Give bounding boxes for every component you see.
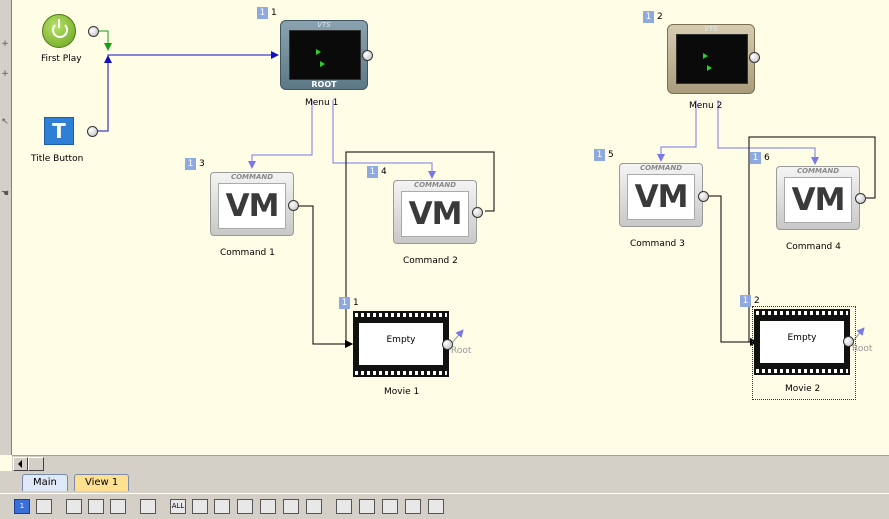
menu2-port[interactable] — [749, 52, 760, 63]
vm-icon: VM — [784, 177, 852, 223]
menu-screen — [289, 30, 361, 80]
plus-icon[interactable]: + — [1, 69, 9, 79]
movie1-root-label: Root — [451, 346, 472, 356]
movie1-node[interactable]: Empty — [353, 311, 449, 377]
menu1-node[interactable]: VTS ROOT — [280, 20, 368, 90]
command1-node[interactable]: COMMAND VM — [210, 172, 294, 236]
title-button-port[interactable] — [87, 126, 98, 137]
menu2-label: Menu 2 — [689, 101, 723, 111]
show-all-button[interactable]: ALL — [170, 499, 186, 514]
movie2-port[interactable] — [843, 336, 854, 347]
movie1-port[interactable] — [442, 339, 453, 350]
vm-icon: VM — [627, 174, 695, 220]
route-icon[interactable] — [336, 499, 352, 514]
list-icon[interactable] — [66, 499, 82, 514]
root-caption: ROOT — [311, 80, 337, 89]
title-button-label: Title Button — [31, 154, 84, 164]
menu-screen — [676, 34, 748, 84]
scroll-left-button[interactable] — [13, 457, 28, 471]
tab-main[interactable]: Main — [22, 474, 68, 491]
scroll-thumb[interactable] — [28, 457, 44, 471]
play-icon — [707, 65, 712, 71]
first-play-port[interactable] — [88, 26, 99, 37]
vm-icon: VM — [218, 183, 286, 229]
command3-label: Command 3 — [630, 239, 685, 249]
command3-node[interactable]: COMMAND VM — [619, 163, 703, 227]
window-icon[interactable] — [36, 499, 52, 514]
if-icon[interactable] — [359, 499, 375, 514]
film-holes — [355, 371, 447, 375]
grid-icon[interactable] — [140, 499, 156, 514]
movie-content: Empty — [758, 319, 846, 365]
movie2-root-label: Root — [852, 344, 873, 354]
vm-button-icon[interactable] — [405, 499, 421, 514]
rows-icon[interactable] — [192, 499, 208, 514]
left-tool-strip: + + ↖ ☚ — [0, 0, 12, 455]
help-icon[interactable] — [260, 499, 276, 514]
command4-port[interactable] — [855, 193, 866, 204]
command2-label: Command 2 — [403, 256, 458, 266]
vts-caption: VTS — [317, 21, 331, 29]
plus-icon[interactable]: + — [1, 39, 9, 49]
film-holes — [756, 311, 848, 315]
stack-icon[interactable] — [306, 499, 322, 514]
command3-port[interactable] — [698, 191, 709, 202]
command4-node[interactable]: COMMAND VM — [776, 166, 860, 230]
view-1-button[interactable]: 1 — [14, 499, 30, 514]
connection-wires — [97, 30, 876, 348]
command-caption: COMMAND — [230, 173, 274, 181]
selection-box — [752, 306, 856, 400]
layers-icon[interactable] — [110, 499, 126, 514]
menu-icon[interactable] — [88, 499, 104, 514]
command-caption: COMMAND — [413, 181, 457, 189]
add-icon[interactable] — [214, 499, 230, 514]
film-holes — [756, 369, 848, 373]
hand-icon[interactable]: ☚ — [1, 189, 10, 199]
command4-label: Command 4 — [786, 242, 841, 252]
jump-icon[interactable] — [382, 499, 398, 514]
title-button-icon[interactable]: T — [44, 117, 74, 145]
movie1-label: Movie 1 — [384, 387, 420, 397]
bottom-toolbar: 1 ALL — [0, 493, 889, 519]
movie2-label: Movie 2 — [785, 384, 821, 394]
play-icon — [320, 61, 325, 67]
play-icon — [316, 49, 321, 55]
pointer-icon[interactable]: ↖ — [1, 117, 9, 127]
first-play-icon[interactable] — [42, 14, 76, 48]
first-play-label: First Play — [41, 54, 82, 64]
movie2-node[interactable]: Empty — [754, 309, 850, 375]
command-caption: COMMAND — [796, 167, 840, 175]
tab-view-1[interactable]: View 1 — [74, 474, 130, 491]
menu2-node[interactable]: VTS — [667, 24, 755, 94]
dots-icon[interactable] — [237, 499, 253, 514]
movie-content: Empty — [357, 321, 445, 367]
view-tabs: Main View 1 — [0, 471, 889, 493]
vts-caption: VTS — [704, 25, 718, 33]
menu1-port[interactable] — [362, 50, 373, 61]
menu1-label: Menu 1 — [305, 98, 339, 108]
command-caption: COMMAND — [639, 164, 683, 172]
vm-icon: VM — [401, 191, 469, 237]
command1-port[interactable] — [288, 200, 299, 211]
split-icon[interactable] — [428, 499, 444, 514]
film-holes — [355, 313, 447, 317]
command2-port[interactable] — [472, 207, 483, 218]
horizontal-scrollbar[interactable] — [12, 455, 889, 471]
link-icon[interactable] — [283, 499, 299, 514]
command1-label: Command 1 — [220, 248, 275, 258]
command2-node[interactable]: COMMAND VM — [393, 180, 477, 244]
play-icon — [703, 53, 708, 59]
